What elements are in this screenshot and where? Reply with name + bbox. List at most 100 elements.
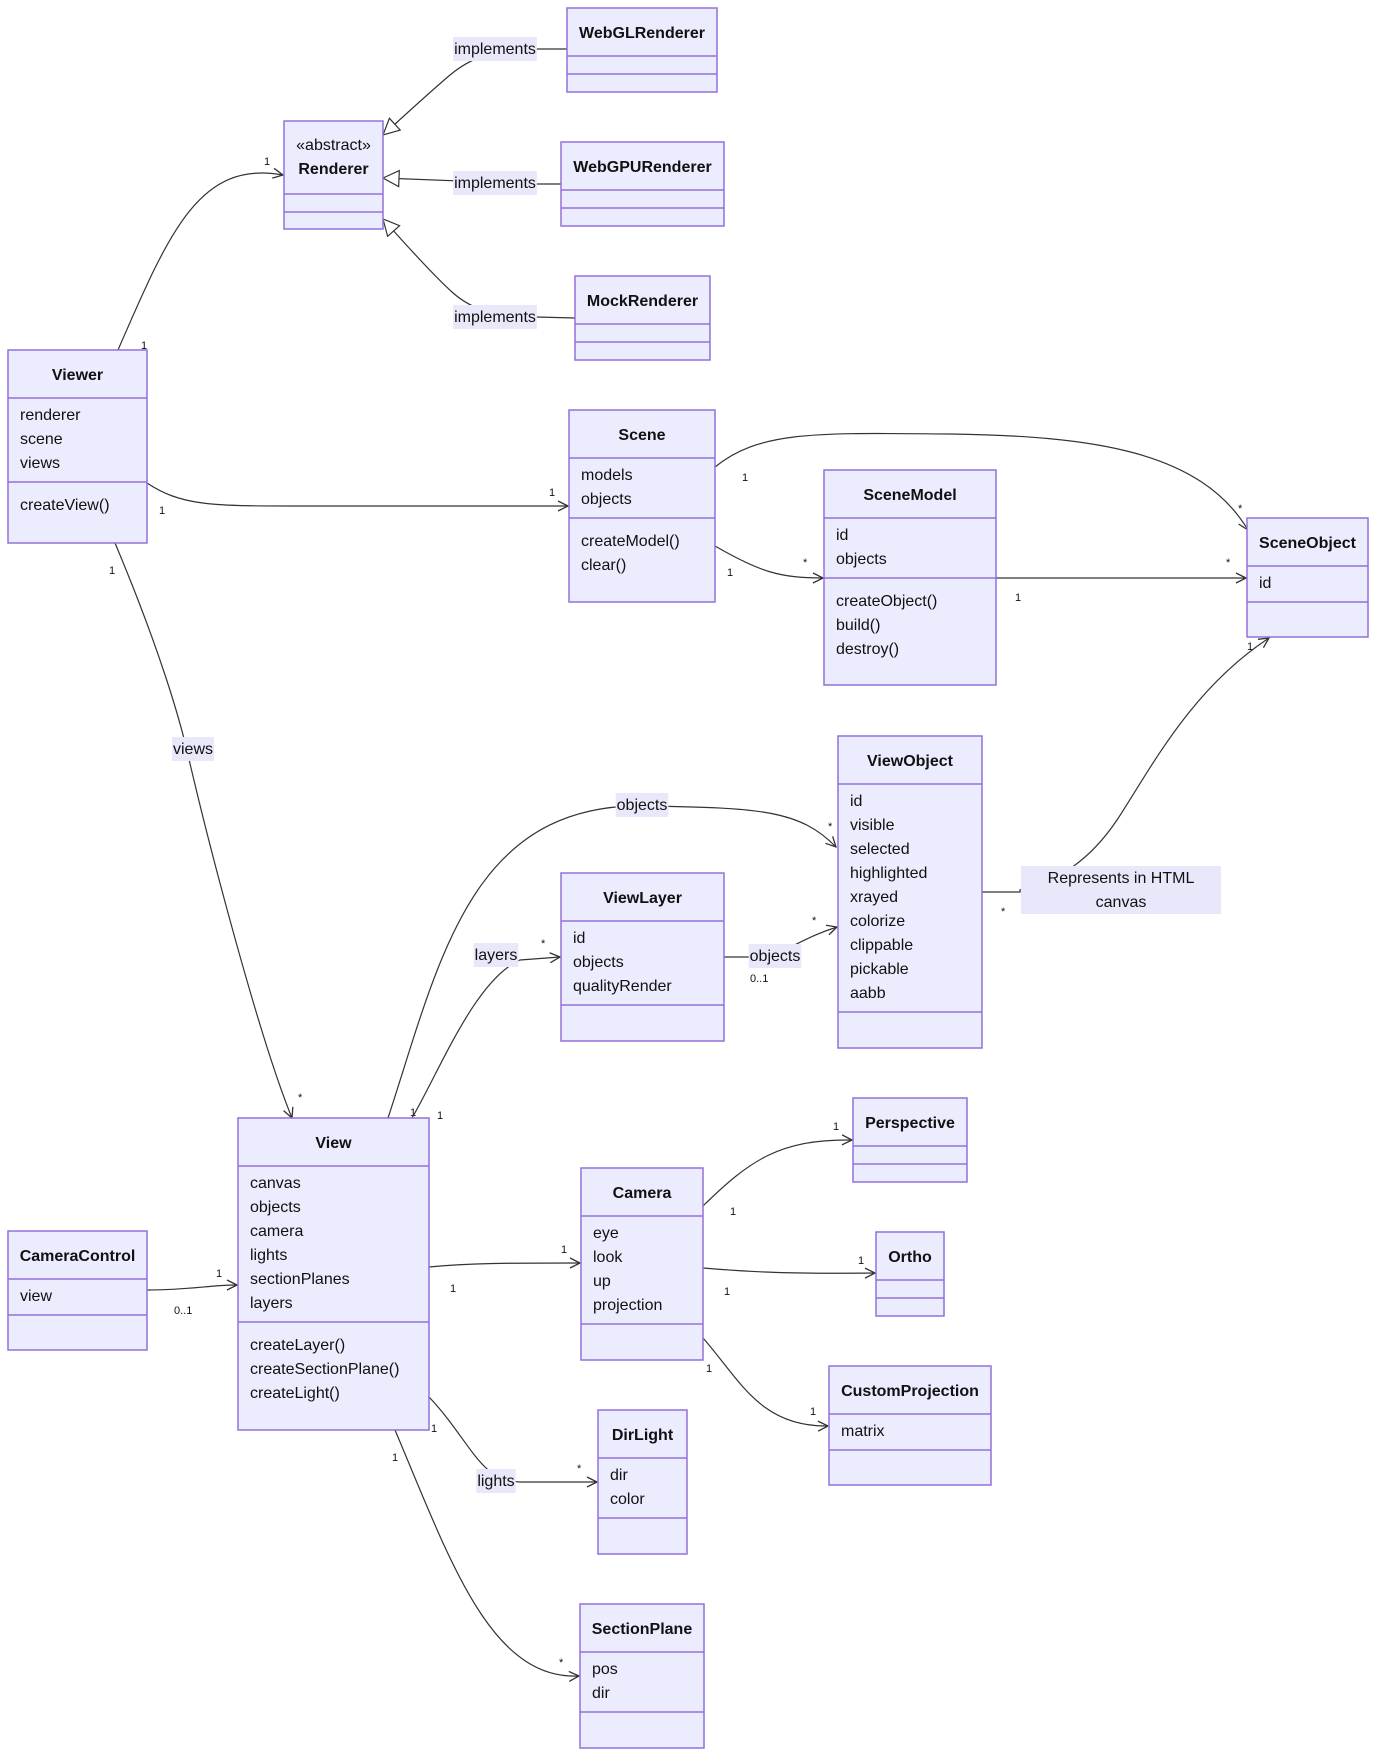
class-method: createLight() bbox=[250, 1385, 340, 1402]
class-field: layers bbox=[250, 1295, 293, 1312]
class-field: pos bbox=[592, 1661, 618, 1678]
class-method: createObject() bbox=[836, 593, 937, 610]
multiplicity-to: 1 bbox=[264, 156, 270, 168]
class-field: eye bbox=[593, 1225, 619, 1242]
relation-label-text: Represents in HTML bbox=[1048, 870, 1195, 887]
class-field: objects bbox=[250, 1199, 301, 1216]
relation-camera-ortho: 11 bbox=[702, 1255, 875, 1298]
class-renderer[interactable]: «abstract»Renderer bbox=[283, 120, 384, 230]
relation-camera-customprojection: 11 bbox=[702, 1337, 828, 1426]
relation-label-text: canvas bbox=[1096, 894, 1147, 911]
class-field: views bbox=[20, 455, 60, 472]
class-box bbox=[828, 1365, 992, 1486]
class-field: color bbox=[610, 1491, 645, 1508]
class-title: CameraControl bbox=[20, 1248, 136, 1265]
class-box bbox=[852, 1097, 968, 1183]
multiplicity-to: * bbox=[541, 938, 546, 950]
class-field: dir bbox=[610, 1467, 628, 1484]
class-box bbox=[560, 141, 725, 227]
class-viewobject[interactable]: ViewObjectidvisibleselectedhighlightedxr… bbox=[837, 735, 983, 1049]
multiplicity-to: * bbox=[1238, 503, 1243, 515]
relation-label: implements bbox=[453, 37, 537, 61]
multiplicity-to: * bbox=[812, 915, 817, 927]
multiplicity-from: 0..1 bbox=[174, 1305, 192, 1317]
relation-line bbox=[114, 542, 292, 1118]
class-field: sectionPlanes bbox=[250, 1271, 350, 1288]
multiplicity-from: 1 bbox=[141, 340, 147, 352]
class-field: id bbox=[1259, 575, 1271, 592]
multiplicity-to: 1 bbox=[216, 1268, 222, 1280]
multiplicity-from: 1 bbox=[392, 1452, 398, 1464]
class-title: Ortho bbox=[888, 1249, 932, 1266]
class-box bbox=[875, 1231, 945, 1317]
label-background bbox=[453, 305, 537, 329]
class-field: scene bbox=[20, 431, 63, 448]
class-method: createView() bbox=[20, 497, 110, 514]
relation-label-text: implements bbox=[454, 309, 536, 326]
class-method: createModel() bbox=[581, 533, 680, 550]
class-method: destroy() bbox=[836, 641, 899, 658]
multiplicity-from: 0..1 bbox=[750, 973, 768, 985]
multiplicity-from: 1 bbox=[1015, 592, 1021, 604]
relation-line bbox=[428, 1263, 580, 1267]
relation-view-viewobject: 1* bbox=[387, 805, 836, 1119]
relation-view-sectionplane: 1* bbox=[392, 1429, 579, 1676]
class-field: pickable bbox=[850, 961, 909, 978]
label-background bbox=[453, 171, 537, 195]
multiplicity-from: 1 bbox=[724, 1286, 730, 1298]
class-field: canvas bbox=[250, 1175, 301, 1192]
relation-line bbox=[146, 482, 568, 506]
relation-viewer-views: 1* bbox=[109, 542, 303, 1118]
relation-label: objects bbox=[615, 793, 669, 817]
class-box bbox=[579, 1603, 705, 1749]
class-field: projection bbox=[593, 1297, 662, 1314]
label-background bbox=[615, 793, 669, 817]
relation-line bbox=[383, 219, 576, 319]
class-box bbox=[837, 735, 983, 1049]
relation-scene-sceneobject: 1* bbox=[714, 432, 1248, 530]
class-field: objects bbox=[573, 954, 624, 971]
class-field: qualityRender bbox=[573, 978, 672, 995]
multiplicity-from: 1 bbox=[410, 1107, 416, 1119]
class-title: View bbox=[315, 1135, 352, 1152]
class-webglrenderer[interactable]: WebGLRenderer bbox=[566, 7, 718, 93]
class-scenemodel[interactable]: SceneModelidobjectscreateObject()build()… bbox=[823, 469, 997, 686]
relation-line bbox=[702, 1337, 828, 1426]
multiplicity-to: 1 bbox=[810, 1406, 816, 1418]
class-field: aabb bbox=[850, 985, 886, 1002]
label-background bbox=[748, 944, 802, 968]
multiplicity-to: 1 bbox=[1247, 641, 1253, 653]
class-field: objects bbox=[581, 491, 632, 508]
class-mockrenderer[interactable]: MockRenderer bbox=[574, 275, 711, 361]
class-field: dir bbox=[592, 1685, 610, 1702]
relation-label: implements bbox=[453, 171, 537, 195]
relation-view-camera: 11 bbox=[428, 1244, 580, 1295]
label-background bbox=[453, 37, 537, 61]
class-box bbox=[283, 120, 384, 230]
class-field: up bbox=[593, 1273, 611, 1290]
class-webgpurenderer[interactable]: WebGPURenderer bbox=[560, 141, 725, 227]
class-perspective[interactable]: Perspective bbox=[852, 1097, 968, 1183]
class-field: highlighted bbox=[850, 865, 927, 882]
multiplicity-to: 1 bbox=[833, 1121, 839, 1133]
relation-line bbox=[146, 1285, 237, 1291]
class-ortho[interactable]: Ortho bbox=[875, 1231, 945, 1317]
multiplicity-to: 1 bbox=[858, 1255, 864, 1267]
multiplicity-to: 1 bbox=[561, 1244, 567, 1256]
multiplicity-from: * bbox=[1001, 906, 1006, 918]
class-view[interactable]: ViewcanvasobjectscameralightssectionPlan… bbox=[237, 1117, 430, 1431]
relation-mock-impl bbox=[383, 219, 576, 319]
class-title: ViewLayer bbox=[603, 890, 682, 907]
class-box bbox=[574, 275, 711, 361]
relation-line bbox=[702, 1140, 852, 1207]
relation-line bbox=[714, 545, 823, 578]
